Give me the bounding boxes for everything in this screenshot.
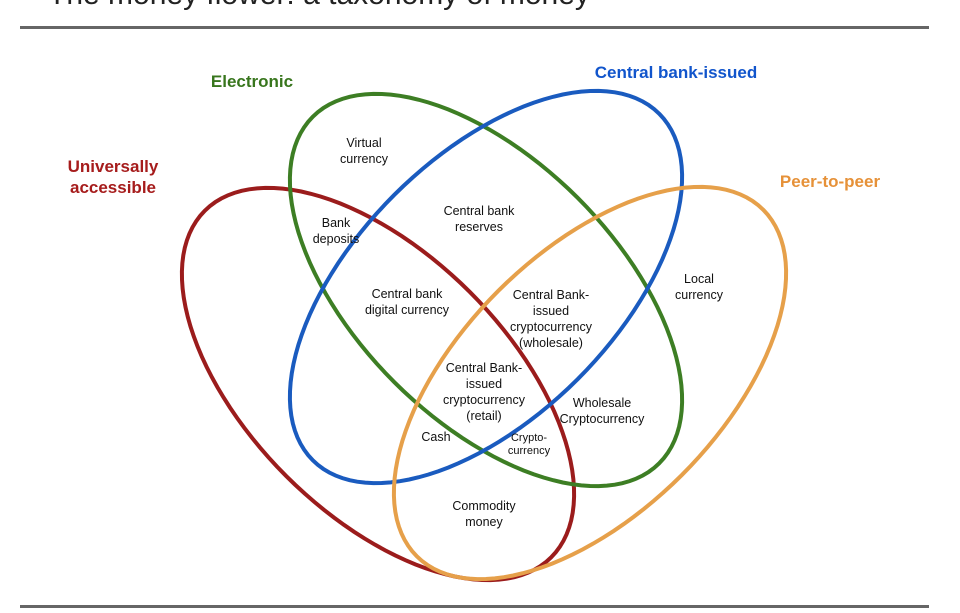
top-divider (20, 26, 929, 29)
region-label-line: cryptocurrency (510, 320, 593, 334)
page-title: The money flower: a taxonomy of money (48, 0, 590, 12)
region-label-line: cryptocurrency (443, 393, 526, 407)
set-label-universally-accessible-2: accessible (70, 178, 156, 197)
region-local-currency: Local currency (675, 272, 724, 302)
universally-accessible-ellipse (179, 185, 577, 583)
region-virtual-currency: Virtual currency (340, 136, 389, 166)
region-label-line: money (465, 515, 503, 529)
region-commodity-money: Commodity money (452, 499, 516, 529)
set-label-electronic: Electronic (211, 72, 293, 91)
region-cb-cryptocurrency-wholesale: Central Bank- issued cryptocurrency (who… (510, 288, 593, 350)
region-label-line: currency (340, 152, 389, 166)
bottom-divider (20, 605, 929, 608)
region-label-line: Bank (322, 216, 351, 230)
set-label-peer-to-peer: Peer-to-peer (780, 172, 881, 191)
region-wholesale-cryptocurrency: Wholesale Cryptocurrency (560, 396, 645, 426)
electronic-ellipse (287, 91, 685, 489)
region-central-bank-reserves: Central bank reserves (444, 204, 516, 234)
region-label-line: Cryptocurrency (560, 412, 645, 426)
region-cryptocurrency: Crypto- currency (508, 432, 551, 457)
region-label-line: Local (684, 272, 714, 286)
set-label-central-bank-issued: Central bank-issued (595, 63, 758, 82)
peer-to-peer-ellipse (391, 184, 789, 582)
region-label-line: (wholesale) (519, 336, 583, 350)
region-label-line: currency (508, 445, 551, 457)
set-label-universally-accessible-1: Universally (68, 157, 159, 176)
region-label-line: currency (675, 288, 724, 302)
region-label-line: Commodity (452, 499, 516, 513)
region-cb-cryptocurrency-retail: Central Bank- issued cryptocurrency (ret… (443, 361, 526, 423)
region-cash: Cash (421, 430, 450, 444)
region-label-line: Crypto- (511, 432, 547, 444)
region-label-line: Wholesale (573, 396, 631, 410)
region-label-line: Central Bank- (446, 361, 522, 375)
region-central-bank-digital-currency: Central bank digital currency (365, 287, 450, 317)
region-label-line: deposits (313, 232, 360, 246)
region-label-line: (retail) (466, 409, 501, 423)
region-label-line: Central bank (444, 204, 516, 218)
region-label-line: digital currency (365, 303, 450, 317)
central-bank-issued-ellipse (287, 88, 685, 486)
region-label-line: Central Bank- (513, 288, 589, 302)
region-label-line: Central bank (372, 287, 444, 301)
region-bank-deposits: Bank deposits (313, 216, 360, 246)
region-label-line: issued (466, 377, 502, 391)
region-label-line: Virtual (346, 136, 381, 150)
region-label-line: reserves (455, 220, 503, 234)
region-label-line: issued (533, 304, 569, 318)
